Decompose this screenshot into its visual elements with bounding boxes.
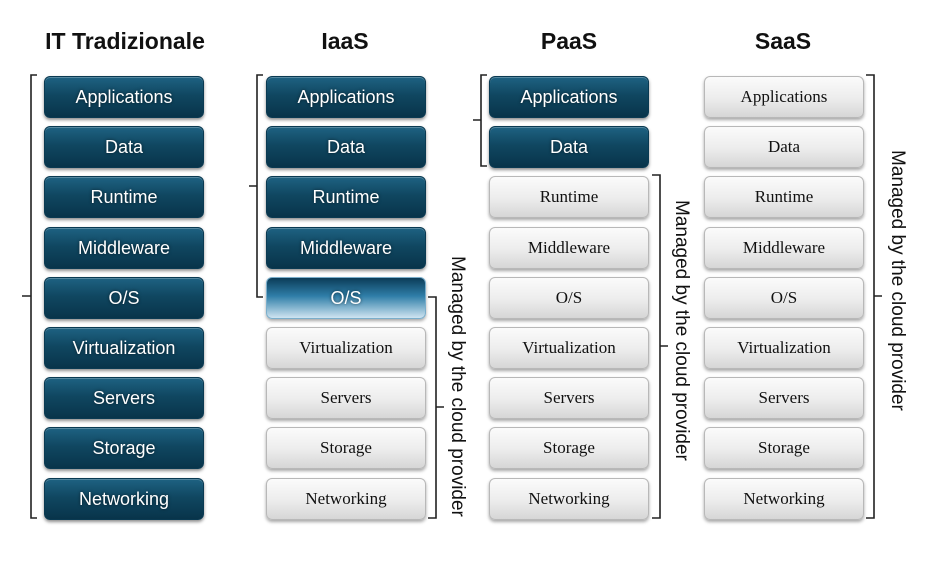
layer-box-paas-data: Data [489, 126, 649, 168]
layer-box-iaas-data: Data [266, 126, 426, 168]
provider-label-iaas: Managed by the cloud provider [447, 256, 468, 517]
layer-box-saas-virtualization: Virtualization [704, 327, 864, 369]
layer-box-it-tradizionale-runtime: Runtime [44, 176, 204, 218]
layer-box-saas-servers: Servers [704, 377, 864, 419]
layer-box-it-tradizionale-virtualization: Virtualization [44, 327, 204, 369]
layer-box-paas-networking: Networking [489, 478, 649, 520]
layer-box-saas-storage: Storage [704, 427, 864, 469]
layer-box-paas-servers: Servers [489, 377, 649, 419]
layer-box-iaas-o-s: O/S [266, 277, 426, 319]
layer-box-iaas-applications: Applications [266, 76, 426, 118]
layer-box-paas-applications: Applications [489, 76, 649, 118]
provider-label-saas: Managed by the cloud provider [887, 150, 908, 411]
bracket-saas-provider [866, 74, 882, 519]
bracket-iaas-provider [428, 296, 444, 519]
layer-box-iaas-servers: Servers [266, 377, 426, 419]
layer-box-it-tradizionale-storage: Storage [44, 427, 204, 469]
layer-box-it-tradizionale-servers: Servers [44, 377, 204, 419]
column-title-iaas: IaaS [321, 28, 369, 54]
layer-box-paas-runtime: Runtime [489, 176, 649, 218]
layer-box-saas-o-s: O/S [704, 277, 864, 319]
layer-box-saas-runtime: Runtime [704, 176, 864, 218]
bracket-paas-customer [473, 74, 487, 167]
layer-box-saas-networking: Networking [704, 478, 864, 520]
layer-box-iaas-virtualization: Virtualization [266, 327, 426, 369]
layer-box-it-tradizionale-o-s: O/S [44, 277, 204, 319]
column-title-it-tradizionale: IT Tradizionale [45, 28, 205, 54]
layer-box-it-tradizionale-data: Data [44, 126, 204, 168]
layer-box-paas-o-s: O/S [489, 277, 649, 319]
layer-box-it-tradizionale-networking: Networking [44, 478, 204, 520]
bracket-it-tradizionale [22, 74, 37, 519]
layer-box-iaas-runtime: Runtime [266, 176, 426, 218]
bracket-iaas-customer [249, 74, 263, 298]
layer-box-saas-data: Data [704, 126, 864, 168]
layer-box-it-tradizionale-applications: Applications [44, 76, 204, 118]
bracket-paas-provider [652, 174, 668, 519]
layer-box-saas-applications: Applications [704, 76, 864, 118]
layer-box-iaas-storage: Storage [266, 427, 426, 469]
layer-box-iaas-middleware: Middleware [266, 227, 426, 269]
layer-box-it-tradizionale-middleware: Middleware [44, 227, 204, 269]
provider-label-paas: Managed by the cloud provider [671, 200, 692, 461]
layer-box-paas-storage: Storage [489, 427, 649, 469]
layer-box-paas-virtualization: Virtualization [489, 327, 649, 369]
layer-box-saas-middleware: Middleware [704, 227, 864, 269]
layer-box-iaas-networking: Networking [266, 478, 426, 520]
layer-box-paas-middleware: Middleware [489, 227, 649, 269]
column-title-paas: PaaS [540, 28, 598, 54]
column-title-saas: SaaS [754, 28, 812, 54]
